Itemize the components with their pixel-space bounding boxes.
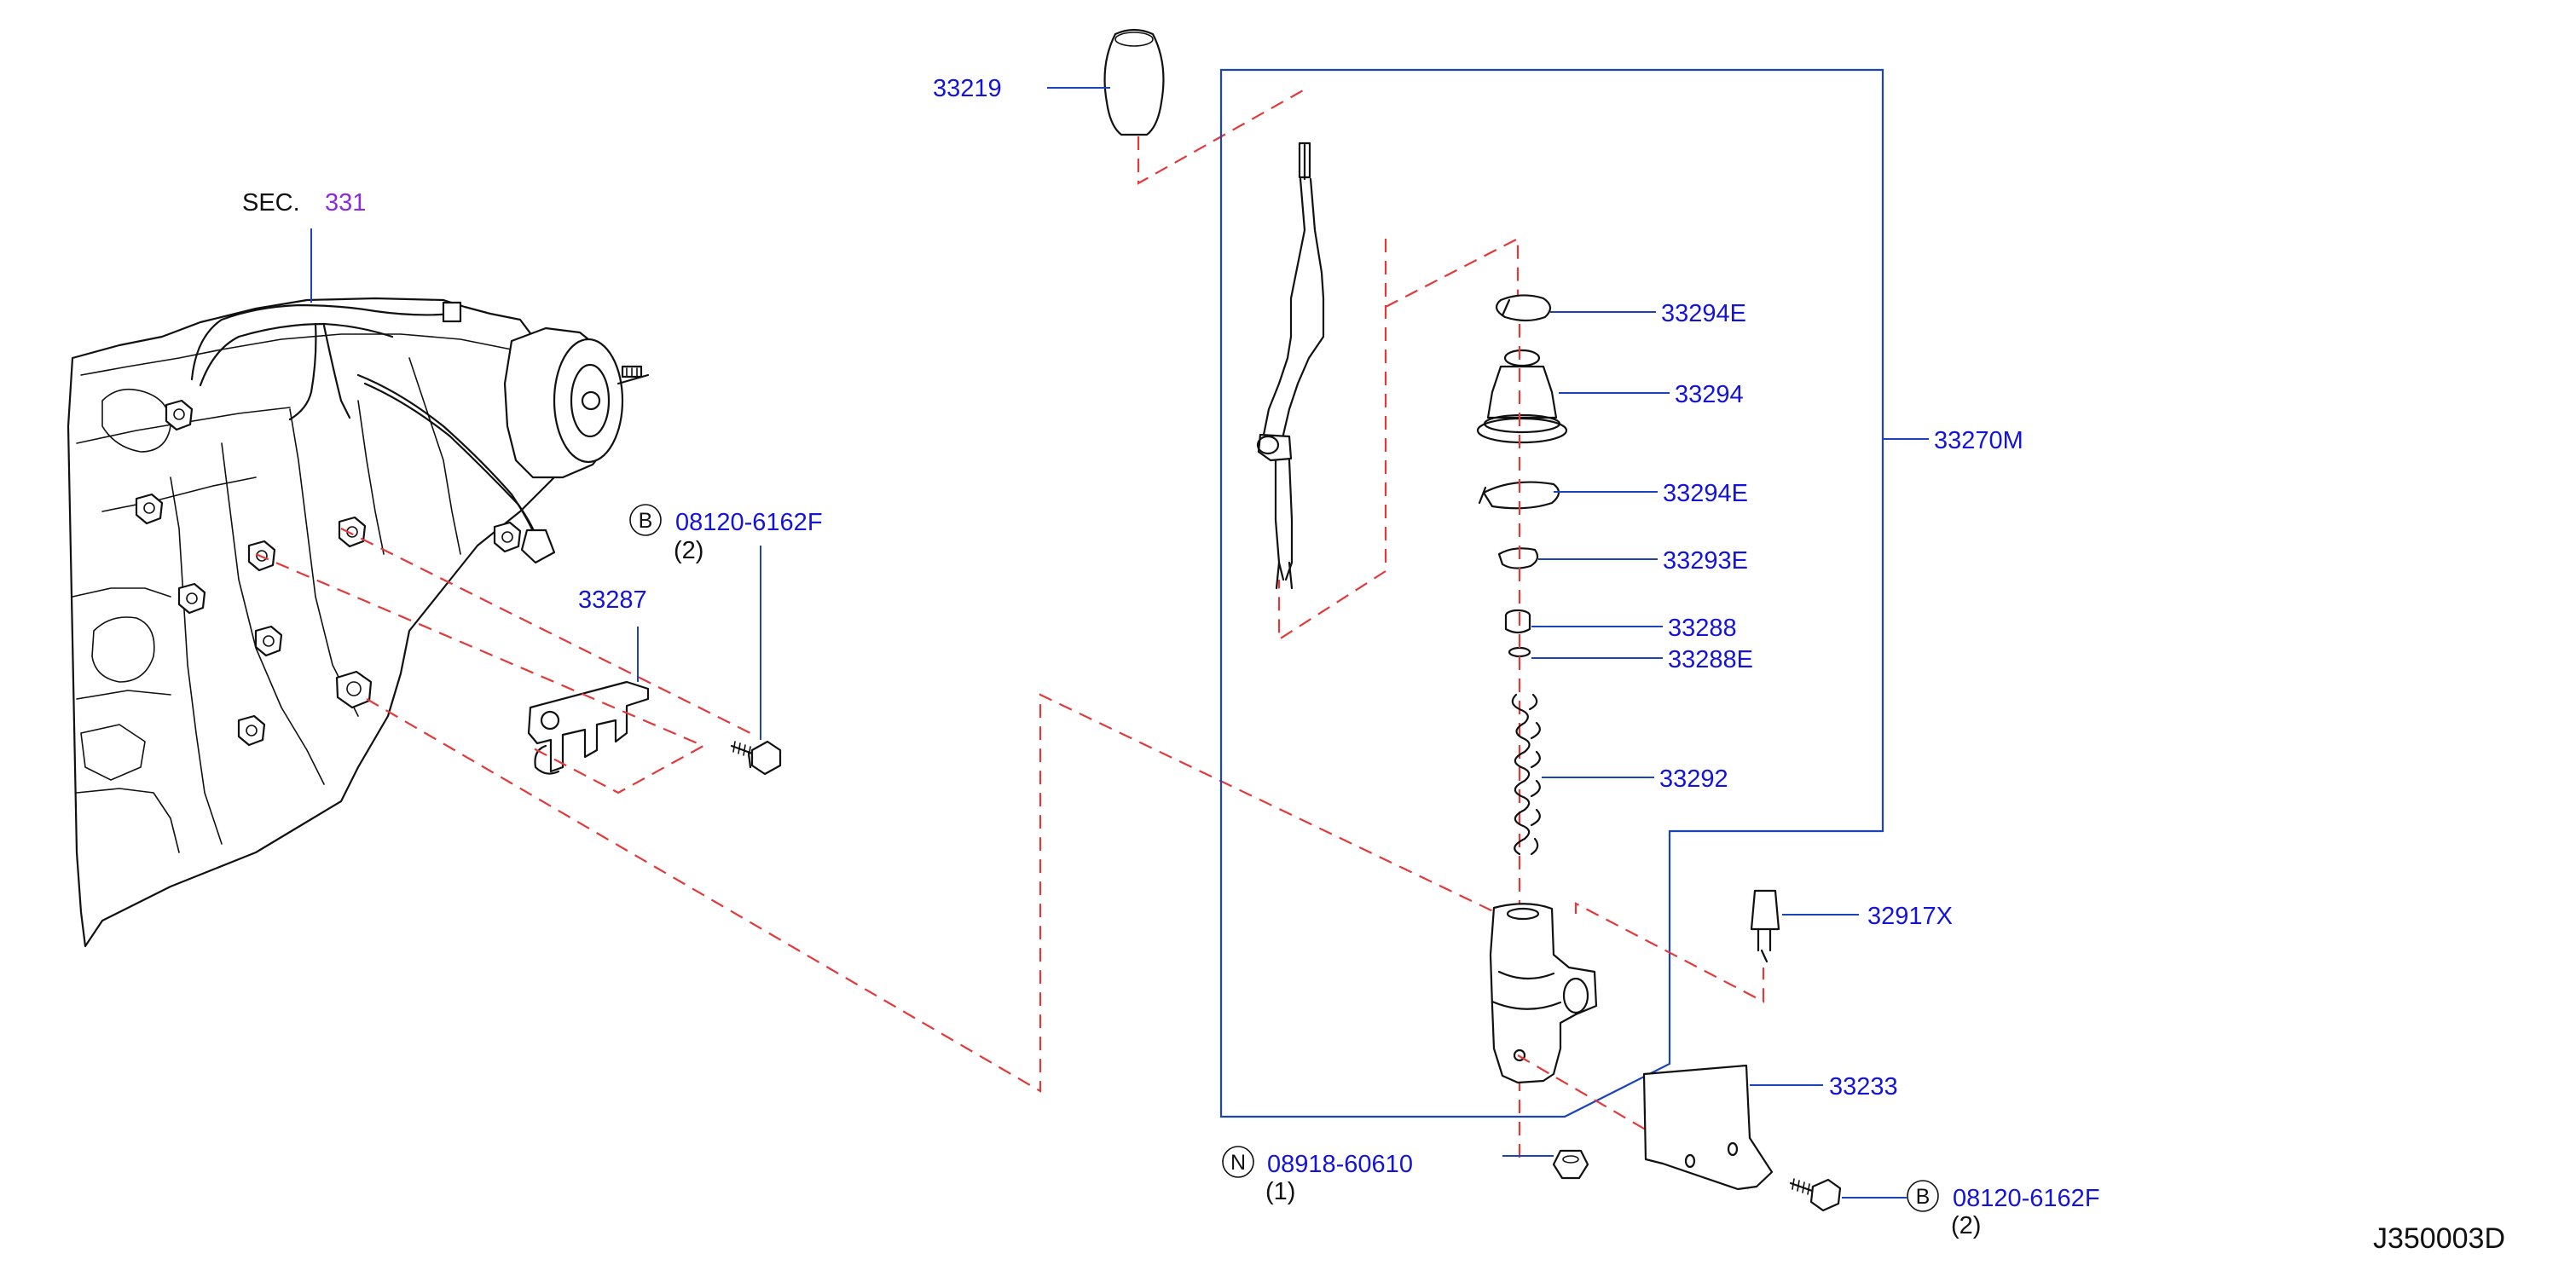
transmission-illustration [67,297,650,948]
case-bolt-5 [177,582,206,615]
spring-illustration [1511,693,1541,856]
snap-ring-upper-illustration [1495,294,1552,322]
part-label-33293E[interactable]: 33293E [1663,547,1748,575]
part-label-33287[interactable]: 33287 [578,586,647,614]
bolt-right-illustration [1789,1178,1842,1212]
part-label-33233[interactable]: 33233 [1829,1073,1898,1100]
part-label-33294E-lower[interactable]: 33294E [1663,480,1748,507]
ring-illustration [1508,646,1531,658]
part-label-32917X[interactable]: 32917X [1867,903,1953,930]
plug-illustration [1750,889,1780,963]
assembly-frame-33270M [1219,68,1884,1118]
nut-qty: (1) [1265,1178,1295,1205]
case-bolt-2 [165,399,194,431]
part-label-bolt-left[interactable]: 08120-6162F [675,509,823,536]
washer-illustration [1497,547,1539,569]
case-bolt-4 [338,516,367,548]
bushing-illustration [1476,349,1568,444]
bracket-illustration [1642,1064,1774,1191]
bolt-right-mark [1907,1180,1939,1212]
guide-lever-left [1277,239,1387,642]
bolt-left-mark [629,504,662,536]
bolt-left-mark-letter: B [639,509,653,533]
seat-illustration [1504,609,1531,634]
part-label-nut[interactable]: 08918-60610 [1267,1151,1413,1178]
bolt-right-mark-letter: B [1916,1185,1931,1209]
nut-mark [1222,1146,1254,1178]
guide-lever-top [1385,237,1520,308]
part-label-33288[interactable]: 33288 [1668,615,1737,642]
part-label-33294[interactable]: 33294 [1675,381,1744,408]
part-label-33270M[interactable]: 33270M [1934,427,2023,454]
guide-plug [1574,902,1765,1003]
bolt-right-qty: (2) [1951,1212,1981,1239]
bolt-left-illustration [730,740,782,776]
case-bolt-6 [254,625,283,657]
case-bolt-8 [493,521,522,553]
case-bolt-9 [237,714,266,747]
part-label-33294E-upper[interactable]: 33294E [1661,300,1746,327]
part-label-33288E[interactable]: 33288E [1668,646,1753,673]
case-bolt-1 [135,493,164,525]
shift-lever-illustration [1256,142,1325,590]
nut-mark-letter: N [1230,1151,1246,1175]
part-label-bolt-right[interactable]: 08120-6162F [1953,1185,2100,1212]
section-prefix: SEC. [242,189,300,217]
diagram-code: J350003D [2373,1222,2505,1255]
guide-bolt [340,528,751,734]
part-label-33219[interactable]: 33219 [933,75,1002,102]
support-33287-illustration [527,680,650,775]
guide-support [255,552,706,794]
nut-illustration [1552,1149,1589,1180]
bolt-left-qty: (2) [674,537,703,564]
guide-bracket [366,693,1553,1093]
lever-housing-illustration [1489,903,1598,1084]
shift-knob-illustration [1103,28,1165,136]
section-reference[interactable]: 331 [325,189,366,217]
guide-knob [1137,89,1305,185]
part-label-33292[interactable]: 33292 [1659,765,1728,793]
